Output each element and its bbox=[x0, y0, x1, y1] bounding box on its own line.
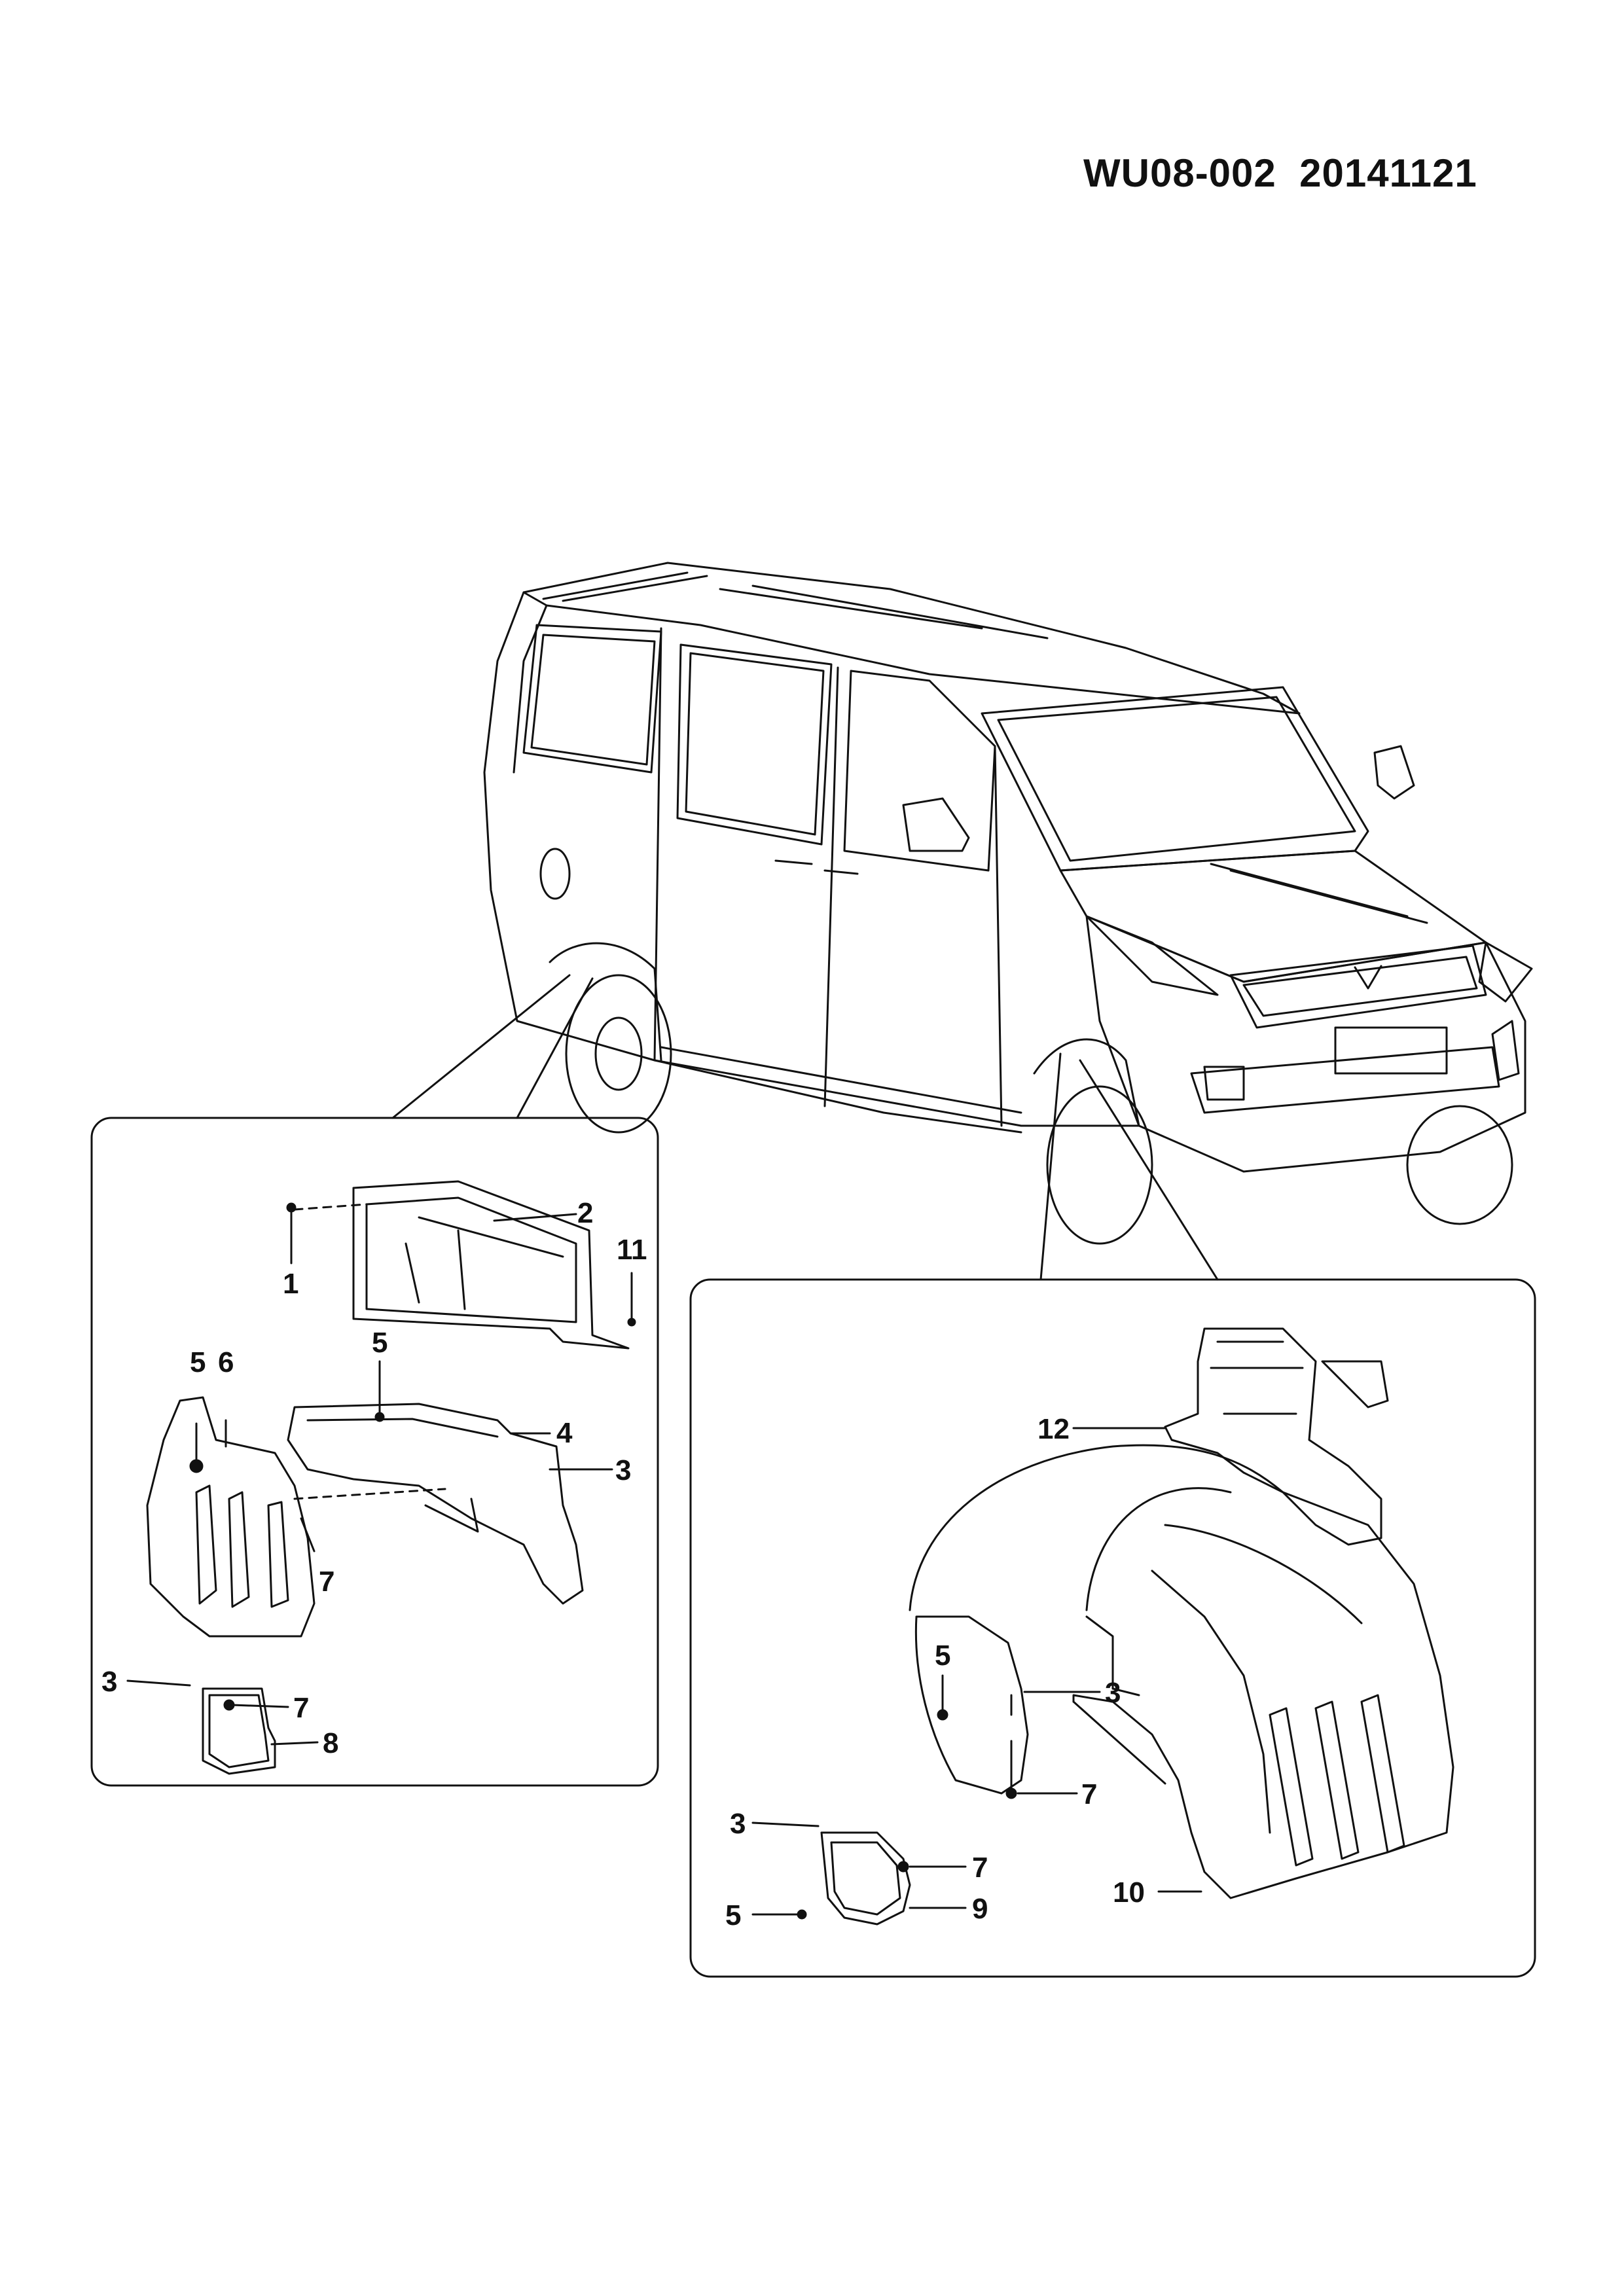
callout-right-9: 9 bbox=[972, 1893, 988, 1925]
callout-left-7a: 7 bbox=[319, 1566, 335, 1598]
front-wheel-detail-panel bbox=[691, 1054, 1535, 1977]
callout-left-6: 6 bbox=[218, 1346, 234, 1378]
callout-left-3a: 3 bbox=[615, 1454, 632, 1486]
callout-left-1: 1 bbox=[283, 1268, 299, 1300]
callout-right-3b: 3 bbox=[730, 1808, 746, 1840]
rear-wheel-detail-panel bbox=[92, 975, 658, 1785]
callout-left-3b: 3 bbox=[101, 1666, 118, 1698]
callout-left-8: 8 bbox=[323, 1727, 339, 1759]
callout-right-3a: 3 bbox=[1105, 1677, 1121, 1709]
callout-right-7b: 7 bbox=[972, 1852, 988, 1884]
callout-right-5a: 5 bbox=[935, 1640, 951, 1672]
callout-left-4: 4 bbox=[556, 1417, 573, 1449]
callout-left-11: 11 bbox=[617, 1234, 647, 1266]
callout-right-12: 12 bbox=[1038, 1413, 1070, 1445]
callout-left-5a: 5 bbox=[190, 1346, 206, 1378]
callout-left-7b: 7 bbox=[293, 1692, 310, 1724]
page-title: WU08-002 20141121 bbox=[1083, 151, 1477, 195]
callout-right-7a: 7 bbox=[1081, 1778, 1098, 1810]
callout-left-5b: 5 bbox=[372, 1327, 388, 1359]
callout-right-5b: 5 bbox=[725, 1899, 742, 1931]
callout-left-2: 2 bbox=[577, 1197, 594, 1229]
van-illustration bbox=[484, 563, 1532, 1244]
callout-right-10: 10 bbox=[1113, 1876, 1145, 1909]
